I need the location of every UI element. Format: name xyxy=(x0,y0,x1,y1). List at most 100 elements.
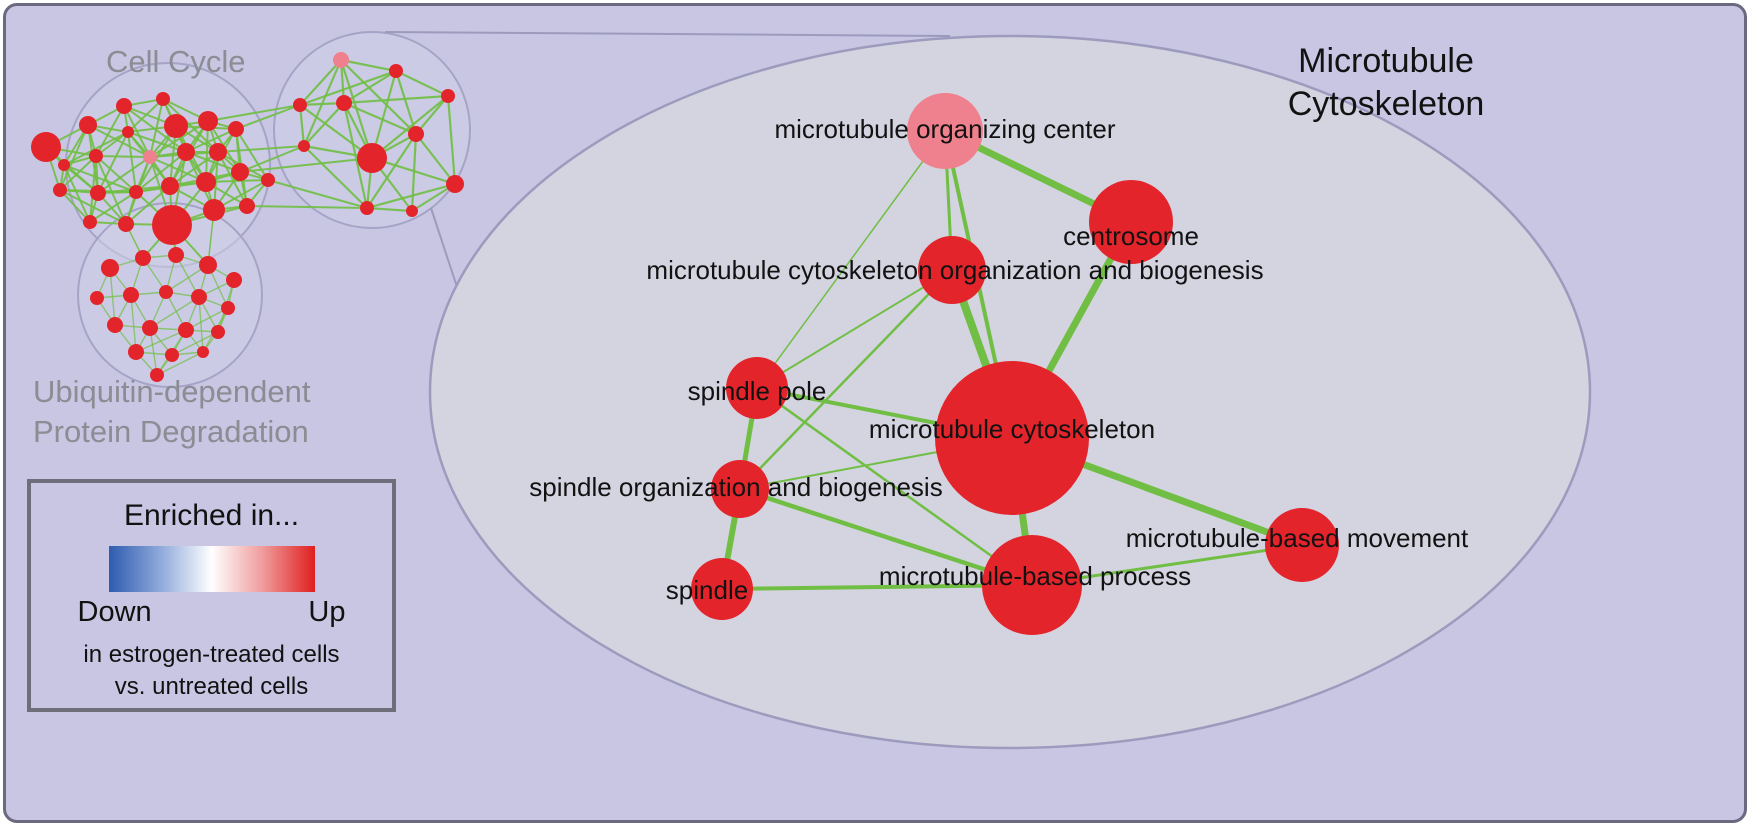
overview-node xyxy=(89,149,103,163)
overview-node xyxy=(83,215,97,229)
overview-edge xyxy=(125,185,171,225)
overview-edge xyxy=(156,351,204,376)
overview-node xyxy=(298,140,310,152)
detail-node-label-spole: spindle pole xyxy=(688,376,827,406)
overview-bridge-edge xyxy=(207,104,301,122)
overview-edge xyxy=(343,101,417,136)
detail-edge-mcob-sob xyxy=(739,269,953,490)
overview-edge xyxy=(340,59,417,135)
overview-bridge-edge xyxy=(235,104,301,130)
overview-node xyxy=(118,216,134,232)
microtubule-cytoskeleton-title: Microtubule Cytoskeleton xyxy=(1216,40,1556,125)
overview-node xyxy=(406,205,418,217)
overview-node xyxy=(142,320,158,336)
cell-cycle-cluster-label: Cell Cycle xyxy=(106,44,246,79)
detail-edge-moc-spole xyxy=(756,130,946,389)
overview-edge xyxy=(205,179,269,183)
detail-node-label-mbm: microtubule-based movement xyxy=(1126,523,1469,553)
overview-node xyxy=(164,114,188,138)
overview-node xyxy=(231,163,249,181)
overview-edge xyxy=(198,296,204,353)
overview-node xyxy=(143,150,157,164)
overview-edge xyxy=(162,98,219,153)
overview-edge xyxy=(395,70,449,97)
overview-node xyxy=(150,368,164,382)
overview-edge xyxy=(95,155,127,225)
overview-node xyxy=(128,344,144,360)
detail-node-sob xyxy=(711,460,769,518)
detail-node-mbp xyxy=(982,535,1082,635)
overview-edge xyxy=(135,329,187,353)
overview-edge xyxy=(446,95,457,185)
overview-node xyxy=(159,285,173,299)
overview-edge xyxy=(366,206,413,213)
overview-node xyxy=(357,143,387,173)
legend-updown-row: Down Up xyxy=(78,596,346,629)
overview-node xyxy=(209,143,227,161)
overview-node xyxy=(228,121,244,137)
overview-edge xyxy=(95,155,151,158)
detail-edge-mcob-spole xyxy=(756,269,953,389)
overview-edge xyxy=(235,128,269,181)
detail-node-mc xyxy=(935,361,1089,515)
overview-edge xyxy=(217,151,248,207)
detail-node-label-spindle: spindle xyxy=(666,575,748,605)
detail-node-label-moc: microtubule organizing center xyxy=(774,114,1115,144)
overview-node xyxy=(90,185,106,201)
overview-node xyxy=(101,259,119,277)
detail-node-label-mcob: microtubule cytoskeleton organization an… xyxy=(646,255,1263,285)
overview-node xyxy=(177,143,195,161)
overview-node xyxy=(79,116,97,134)
overview-node xyxy=(156,92,170,106)
overview-edge xyxy=(343,70,397,104)
detail-node-spole xyxy=(726,357,788,419)
legend-gradient-bar xyxy=(108,546,315,592)
overview-edge xyxy=(135,151,187,193)
overview-edge xyxy=(410,133,418,212)
overview-edge xyxy=(95,105,125,157)
overview-bridge-edge xyxy=(267,179,368,209)
overview-node xyxy=(168,247,184,263)
overview-edge xyxy=(149,296,200,329)
legend-down-label: Down xyxy=(77,596,152,628)
overview-edge xyxy=(130,294,137,353)
overview-node xyxy=(333,52,349,68)
detail-node-centrosome xyxy=(1089,180,1173,264)
overview-edge xyxy=(89,191,137,223)
overview-node xyxy=(336,95,352,111)
overview-node xyxy=(191,289,207,305)
overview-edge xyxy=(415,133,456,185)
overview-bridge-edge xyxy=(239,157,373,173)
overview-edge xyxy=(63,164,91,223)
detail-node-label-mc: microtubule cytoskeleton xyxy=(869,414,1155,444)
legend-note-line2: vs. untreated cells xyxy=(114,673,309,701)
overview-bridge-edge xyxy=(246,205,368,209)
overview-edge xyxy=(63,131,129,166)
detail-node-mcob xyxy=(918,236,986,304)
overview-node xyxy=(198,111,218,131)
overview-node xyxy=(58,159,70,171)
overview-edge xyxy=(95,155,137,193)
overview-node xyxy=(203,199,225,221)
overview-edge xyxy=(97,156,151,194)
overview-node xyxy=(90,291,104,305)
overview-node xyxy=(53,183,67,197)
overview-node xyxy=(161,177,179,195)
overview-edge xyxy=(303,145,368,209)
overview-node xyxy=(446,175,464,193)
ubiquitin-cluster-label-line1: Ubiquitin-dependent xyxy=(33,374,311,409)
legend-note-line1: in estrogen-treated cells xyxy=(83,641,340,668)
detail-node-moc xyxy=(907,93,983,169)
overview-node xyxy=(129,185,143,199)
overview-edge xyxy=(171,331,219,356)
overview-node xyxy=(199,256,217,274)
overview-node xyxy=(221,301,235,315)
overview-edge xyxy=(127,98,164,133)
overview-edge xyxy=(127,131,187,153)
overview-node xyxy=(152,205,192,245)
detail-edge-spindle-mbp xyxy=(721,583,1033,591)
overview-edge xyxy=(299,69,397,107)
overview-node xyxy=(211,325,225,339)
